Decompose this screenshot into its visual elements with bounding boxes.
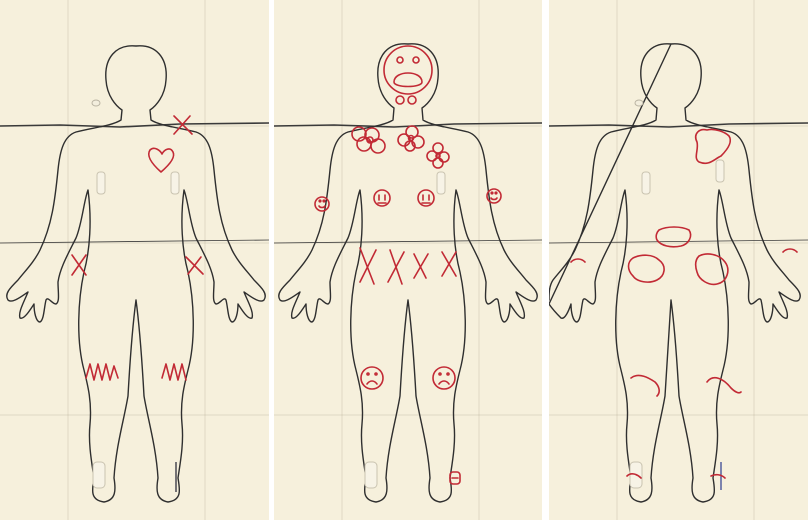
paper-tab <box>365 462 377 488</box>
body-map-drawing-3 <box>549 0 808 520</box>
paper-tab <box>642 172 650 194</box>
paper-background <box>274 0 542 520</box>
paper-tab <box>97 172 105 194</box>
body-map-panel-3 <box>549 0 808 520</box>
paper-tab <box>716 160 724 182</box>
body-map-panel-2 <box>274 0 542 520</box>
paper-background <box>549 0 808 520</box>
paper-hole <box>92 100 100 106</box>
paper-tab <box>93 462 105 488</box>
paper-tab <box>171 172 179 194</box>
paper-hole <box>635 100 643 106</box>
body-map-panel-1 <box>0 0 269 520</box>
paper-tab <box>437 172 445 194</box>
body-map-drawing-1 <box>0 0 269 520</box>
paper-background <box>0 0 269 520</box>
body-map-drawing-2 <box>274 0 542 520</box>
